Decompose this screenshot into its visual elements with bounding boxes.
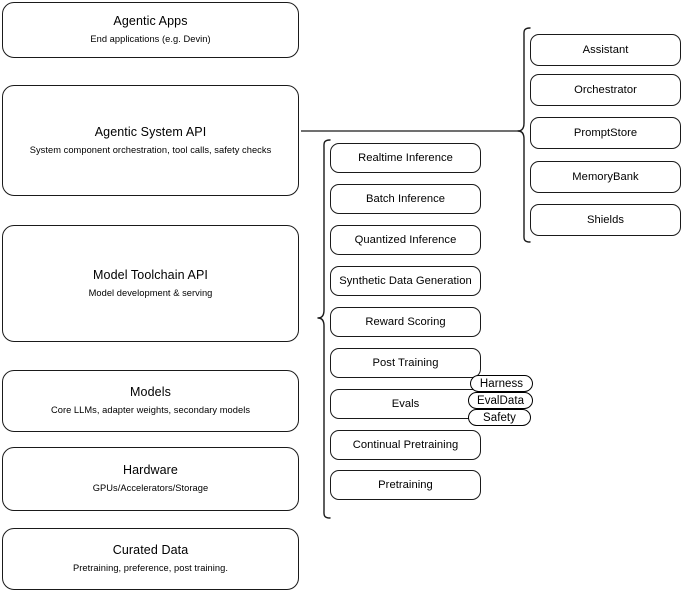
stack-layer-agentic-system-api[interactable]: Agentic System API System component orch…	[2, 85, 299, 196]
chip-label: Assistant	[582, 44, 629, 56]
chip-label: Continual Pretraining	[352, 439, 459, 451]
toolchain-component-pretraining[interactable]: Pretraining	[330, 470, 481, 500]
chip-label: Realtime Inference	[358, 152, 453, 164]
stack-layer-subtitle: Pretraining, preference, post training.	[73, 563, 228, 573]
chip-label: Orchestrator	[574, 84, 637, 96]
stack-layer-title: Agentic System API	[94, 124, 207, 139]
chip-label: PromptStore	[573, 127, 638, 139]
agentic-component-shields[interactable]: Shields	[530, 204, 681, 236]
toolchain-component-continual-pretraining[interactable]: Continual Pretraining	[330, 430, 481, 460]
eval-badge-safety[interactable]: Safety	[468, 409, 531, 426]
chip-label: MemoryBank	[572, 171, 639, 183]
stack-layer-hardware[interactable]: Hardware GPUs/Accelerators/Storage	[2, 447, 299, 511]
brace-toolchain-components	[317, 139, 331, 519]
chip-label: Reward Scoring	[365, 316, 446, 328]
chip-label: Quantized Inference	[354, 234, 457, 246]
chip-label: Evals	[391, 398, 420, 410]
stack-layer-title: Curated Data	[112, 543, 189, 558]
brace-agentic-components	[517, 27, 531, 243]
stack-layer-model-toolchain-api[interactable]: Model Toolchain API Model development & …	[2, 225, 299, 342]
toolchain-component-post-training[interactable]: Post Training	[330, 348, 481, 378]
stack-layer-title: Model Toolchain API	[93, 267, 208, 282]
agentic-component-memorybank[interactable]: MemoryBank	[530, 161, 681, 193]
stack-layer-curated-data[interactable]: Curated Data Pretraining, preference, po…	[2, 528, 299, 590]
chip-label: Synthetic Data Generation	[339, 275, 472, 287]
eval-badge-evaldata[interactable]: EvalData	[468, 392, 533, 409]
chip-label: Pretraining	[378, 479, 433, 491]
agentic-component-orchestrator[interactable]: Orchestrator	[530, 74, 681, 106]
pill-label: Safety	[483, 411, 516, 424]
chip-label: Post Training	[372, 357, 439, 369]
toolchain-component-evals[interactable]: Evals	[330, 389, 481, 419]
stack-layer-subtitle: System component orchestration, tool cal…	[29, 144, 272, 155]
toolchain-component-quantized-inference[interactable]: Quantized Inference	[330, 225, 481, 255]
toolchain-component-synthetic-data-generation[interactable]: Synthetic Data Generation	[330, 266, 481, 296]
chip-label: Shields	[586, 214, 625, 226]
stack-layer-title: Agentic Apps	[113, 14, 188, 29]
eval-badge-harness[interactable]: Harness	[470, 375, 533, 392]
toolchain-component-realtime-inference[interactable]: Realtime Inference	[330, 143, 481, 173]
stack-layer-subtitle: Core LLMs, adapter weights, secondary mo…	[50, 405, 251, 415]
stack-layer-subtitle: End applications (e.g. Devin)	[90, 34, 211, 44]
stack-layer-subtitle: GPUs/Accelerators/Storage	[92, 483, 209, 493]
agentic-component-promptstore[interactable]: PromptStore	[530, 117, 681, 149]
stack-layer-agentic-apps[interactable]: Agentic Apps End applications (e.g. Devi…	[2, 2, 299, 58]
stack-layer-subtitle: Model development & serving	[88, 287, 213, 298]
chip-label: Batch Inference	[365, 193, 446, 205]
stack-layer-models[interactable]: Models Core LLMs, adapter weights, secon…	[2, 370, 299, 432]
pill-label: Harness	[479, 377, 524, 390]
toolchain-component-reward-scoring[interactable]: Reward Scoring	[330, 307, 481, 337]
stack-layer-title: Hardware	[123, 463, 178, 478]
toolchain-component-batch-inference[interactable]: Batch Inference	[330, 184, 481, 214]
agentic-component-assistant[interactable]: Assistant	[530, 34, 681, 66]
pill-label: EvalData	[476, 394, 525, 407]
stack-layer-title: Models	[130, 385, 171, 400]
